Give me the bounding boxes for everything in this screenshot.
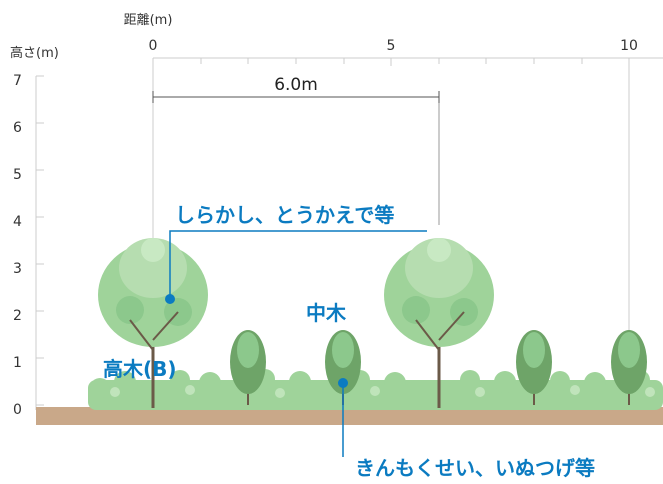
- hedge-highlights: [110, 385, 655, 398]
- tall-tree-label: 高木(B): [103, 357, 177, 381]
- tall-species-label: しらかし、とうかえで等: [175, 203, 394, 227]
- mid-shrub: [325, 330, 361, 405]
- x-tick-label-10: 10: [620, 38, 638, 54]
- x-axis-title: 距離(m): [124, 13, 173, 28]
- y-tick-label-5: 5: [13, 167, 22, 183]
- mid-shrub: [611, 330, 647, 405]
- x-tick-label-5: 5: [387, 38, 396, 54]
- dimension-label: 6.0m: [274, 75, 318, 95]
- mid-shrub: [230, 330, 266, 405]
- mid-shrub: [516, 330, 552, 405]
- y-tick-label-4: 4: [13, 214, 22, 230]
- y-tick-label-3: 3: [13, 261, 22, 277]
- hedge-species-label: きんもくせい、いぬつげ等: [355, 456, 595, 480]
- tall-tree: [384, 238, 494, 408]
- x-minor-ticks: [200, 58, 583, 66]
- mid-tree-label: 中木: [306, 301, 347, 325]
- x-tick-label-0: 0: [149, 38, 158, 54]
- tall-species-marker: [165, 294, 175, 304]
- y-tick-label-0: 0: [13, 402, 22, 418]
- y-tick-label-7: 7: [13, 73, 22, 89]
- y-axis-title: 高さ(m): [10, 45, 59, 61]
- tall-species-leader: [169, 230, 427, 299]
- y-ticks: [36, 75, 44, 406]
- y-tick-label-6: 6: [13, 120, 22, 136]
- dimension-line: [152, 91, 440, 225]
- y-tick-label-1: 1: [13, 355, 22, 371]
- hedge-species-marker: [338, 378, 348, 388]
- y-tick-label-2: 2: [13, 308, 22, 324]
- ground: [36, 407, 663, 425]
